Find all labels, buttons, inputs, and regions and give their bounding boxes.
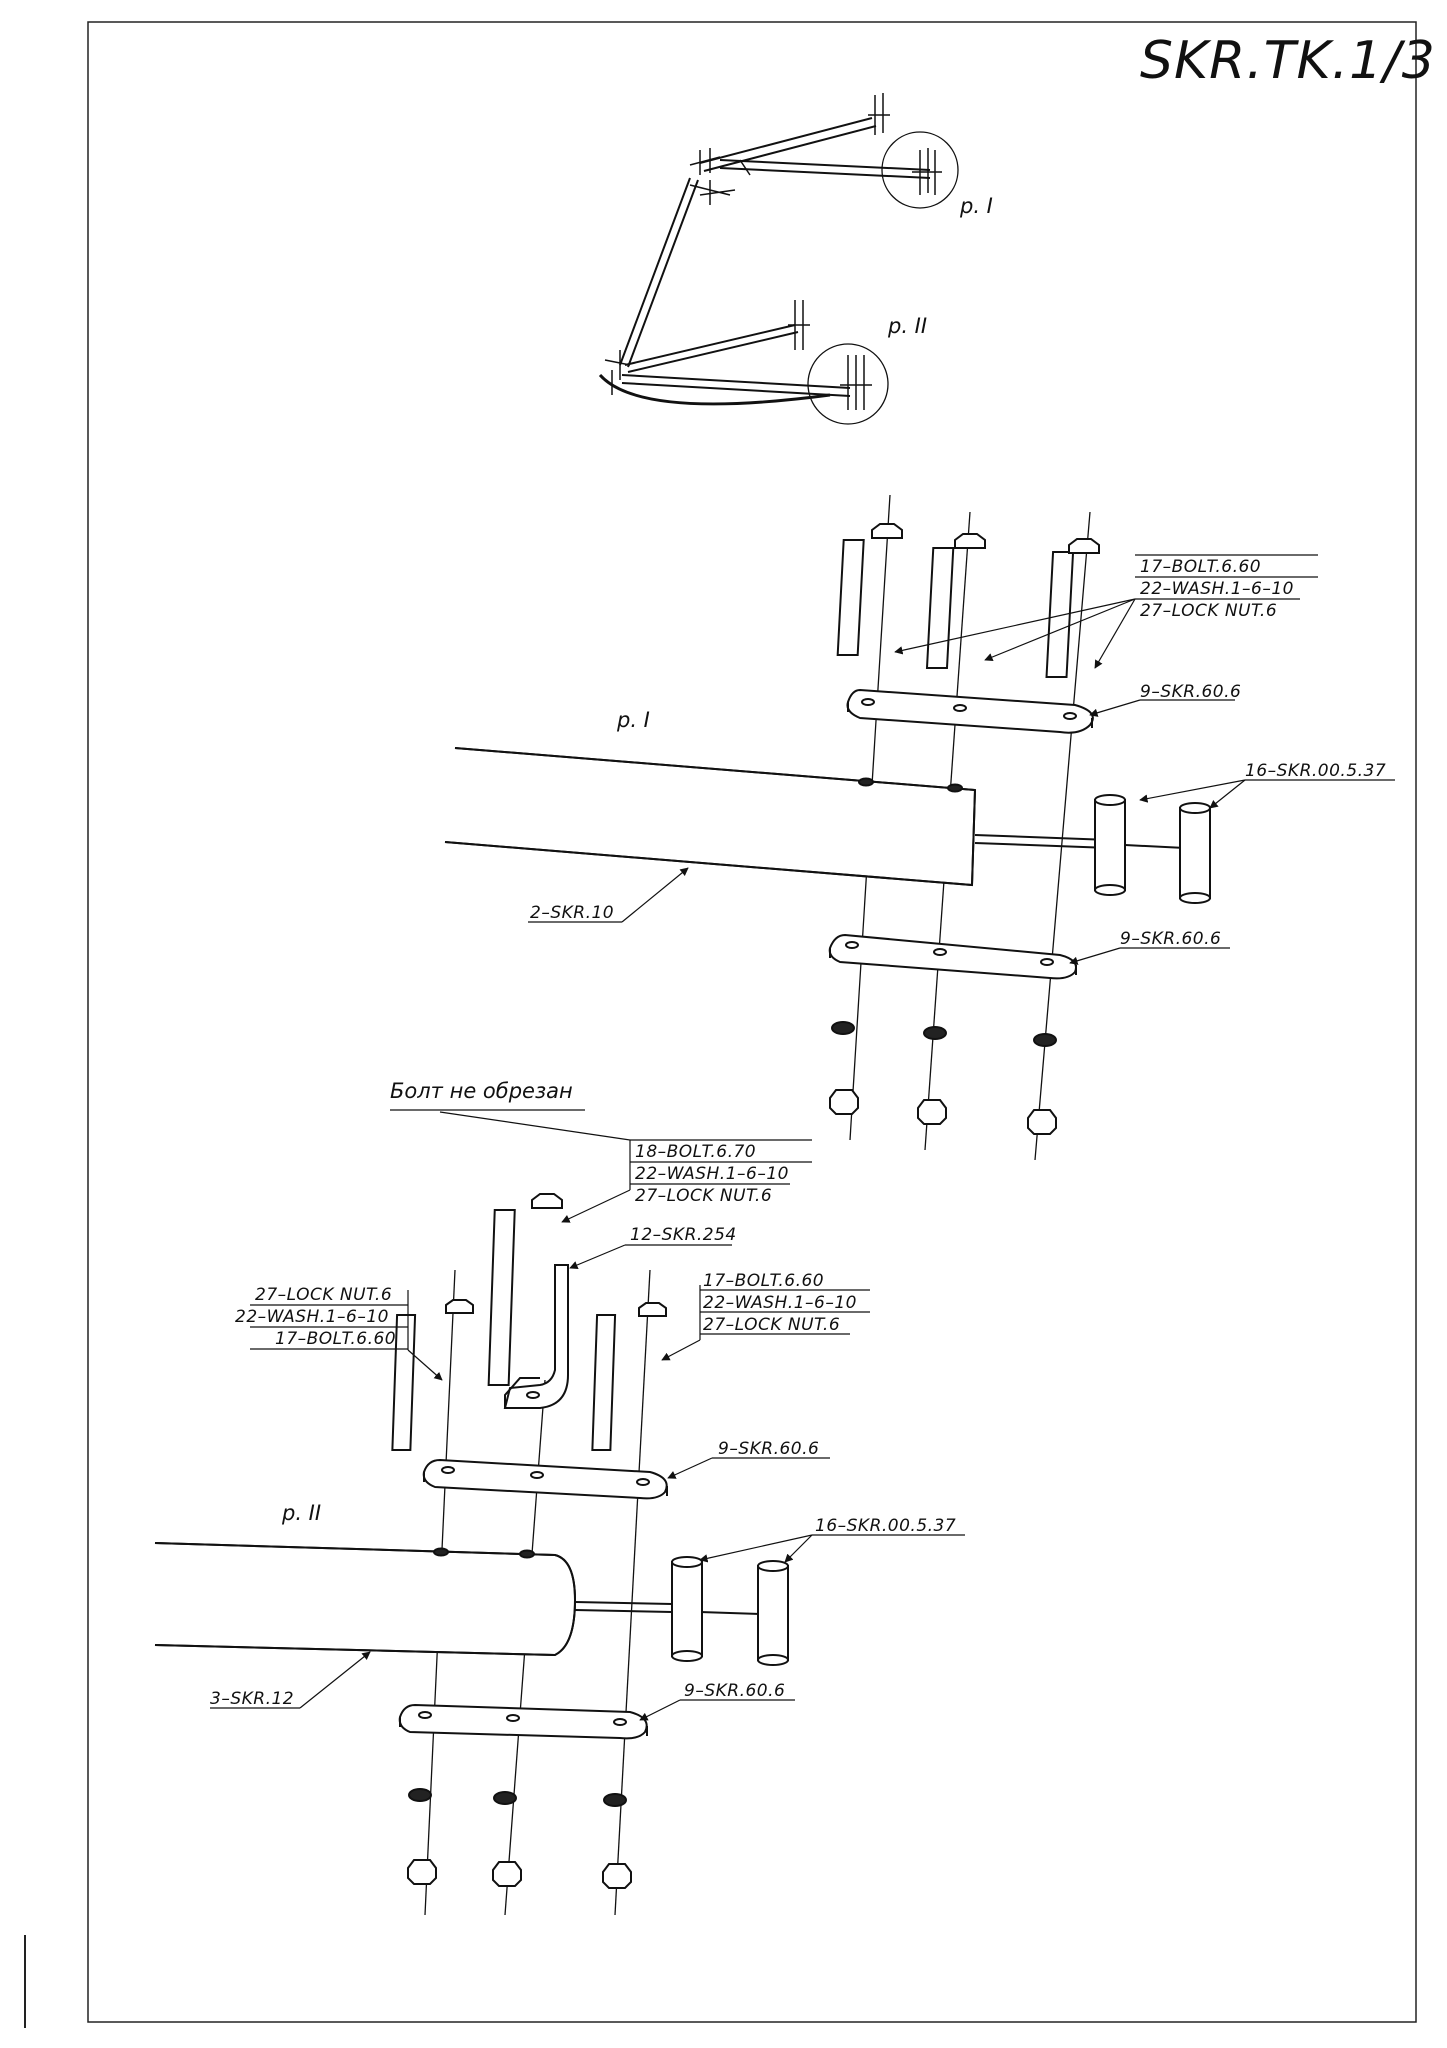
washers-ii (408, 1788, 627, 1807)
label-i-pipe: 2–SKR.10 (530, 903, 614, 923)
detail-1-title: p. I (616, 708, 650, 732)
plate-ii-bottom (398, 1703, 648, 1740)
label-ii-center-washer: 22–WASH.1–6–10 (635, 1164, 789, 1184)
label-ii-center-bolt: 18–BOLT.6.70 (635, 1142, 756, 1162)
callout-circle-1 (881, 131, 959, 209)
bolt-i-2 (925, 533, 986, 669)
sheet-title: SKR.TK.1/3 (1140, 31, 1436, 91)
sleeve-i-1 (1094, 794, 1126, 896)
plate-i-bottom (828, 933, 1077, 980)
label-i-nut: 27–LOCK NUT.6 (1140, 601, 1277, 621)
pipe-3-skr12 (154, 1542, 577, 1657)
bolt-ii-left (391, 1299, 474, 1451)
label-ii-center-nut: 27–LOCK NUT.6 (635, 1186, 772, 1206)
label-ii-right-nut: 27–LOCK NUT.6 (703, 1315, 840, 1335)
label-i-plate-top: 9–SKR.60.6 (1140, 682, 1241, 702)
label-ii-sleeves: 16–SKR.00.5.37 (815, 1516, 956, 1536)
bolt-i-3 (1045, 538, 1100, 678)
detail-2-leaders (210, 1109, 965, 1721)
sleeve-ii-1 (671, 1556, 703, 1662)
label-ii-plate-bottom: 9–SKR.60.6 (684, 1681, 785, 1701)
label-i-plate-bottom: 9–SKR.60.6 (1120, 929, 1221, 949)
label-ii-left-washer: 22–WASH.1–6–10 (235, 1307, 389, 1327)
detail-1-leaders (528, 554, 1395, 965)
detail-2-title: p. II (281, 1501, 321, 1525)
sleeve-ii-2 (757, 1560, 789, 1666)
detail-1-assembly (444, 494, 1211, 1161)
label-i-sleeves: 16–SKR.00.5.37 (1245, 761, 1386, 781)
overview-callout-1: p. I (959, 194, 993, 218)
label-ii-left-nut: 27–LOCK NUT.6 (255, 1285, 392, 1305)
callout-circle-2 (807, 343, 889, 425)
label-ii-pipe: 3–SKR.12 (210, 1689, 294, 1709)
label-ii-right-washer: 22–WASH.1–6–10 (703, 1293, 857, 1313)
plate-i-top (846, 688, 1094, 734)
overview-callout-2: p. II (887, 314, 927, 338)
label-i-washer: 22–WASH.1–6–10 (1140, 579, 1294, 599)
bolt-ii-right (591, 1302, 667, 1451)
label-ii-note: Болт не обрезан (390, 1079, 573, 1103)
label-ii-plate-top: 9–SKR.60.6 (718, 1439, 819, 1459)
label-ii-hook: 12–SKR.254 (630, 1225, 737, 1245)
overview-sketch (598, 93, 959, 425)
detail-2-assembly (154, 1193, 789, 1916)
label-i-bolt: 17–BOLT.6.60 (1140, 557, 1261, 577)
nuts-i (829, 1089, 1057, 1135)
sheet-frame (87, 21, 1417, 2023)
washers-i (831, 1021, 1057, 1047)
bolt-i-1 (836, 523, 903, 656)
sleeve-i-2 (1179, 802, 1211, 904)
nuts-ii (407, 1859, 632, 1889)
hook-12-skr254 (503, 1264, 569, 1409)
label-ii-left-bolt: 17–BOLT.6.60 (275, 1329, 396, 1349)
pipe-2-skr10 (444, 747, 977, 887)
label-ii-right-bolt: 17–BOLT.6.60 (703, 1271, 824, 1291)
plate-ii-top (422, 1458, 668, 1500)
bolt-ii-center (487, 1193, 563, 1386)
